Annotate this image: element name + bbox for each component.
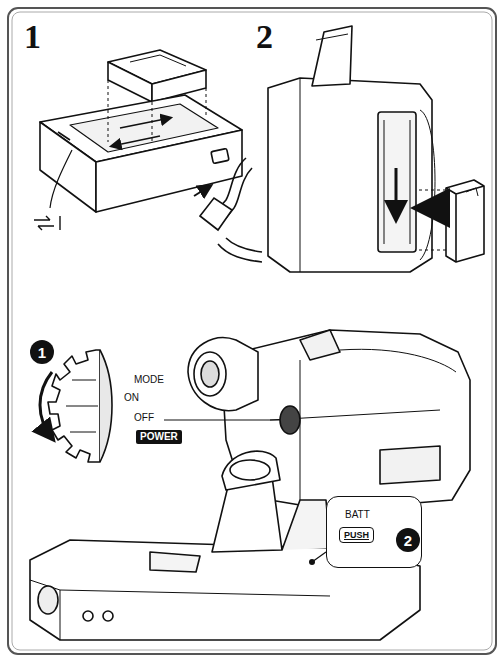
callout-number: 1 [30,340,54,364]
step-number: 1 [24,18,41,56]
callout-number: 1 [38,345,46,360]
label-text: POWER [140,431,178,443]
dial-label: OFF [134,412,154,423]
power-label-box: POWER [136,430,182,444]
dial-label: ON [124,392,139,403]
dial-label: MODE [134,374,164,385]
label-text: PUSH [344,529,369,541]
label-text: BATT [345,509,370,520]
push-button-box: PUSH [339,527,374,543]
callout-number: 2 [396,528,420,552]
step-number: 2 [256,18,273,56]
callout-number: 2 [404,533,412,548]
